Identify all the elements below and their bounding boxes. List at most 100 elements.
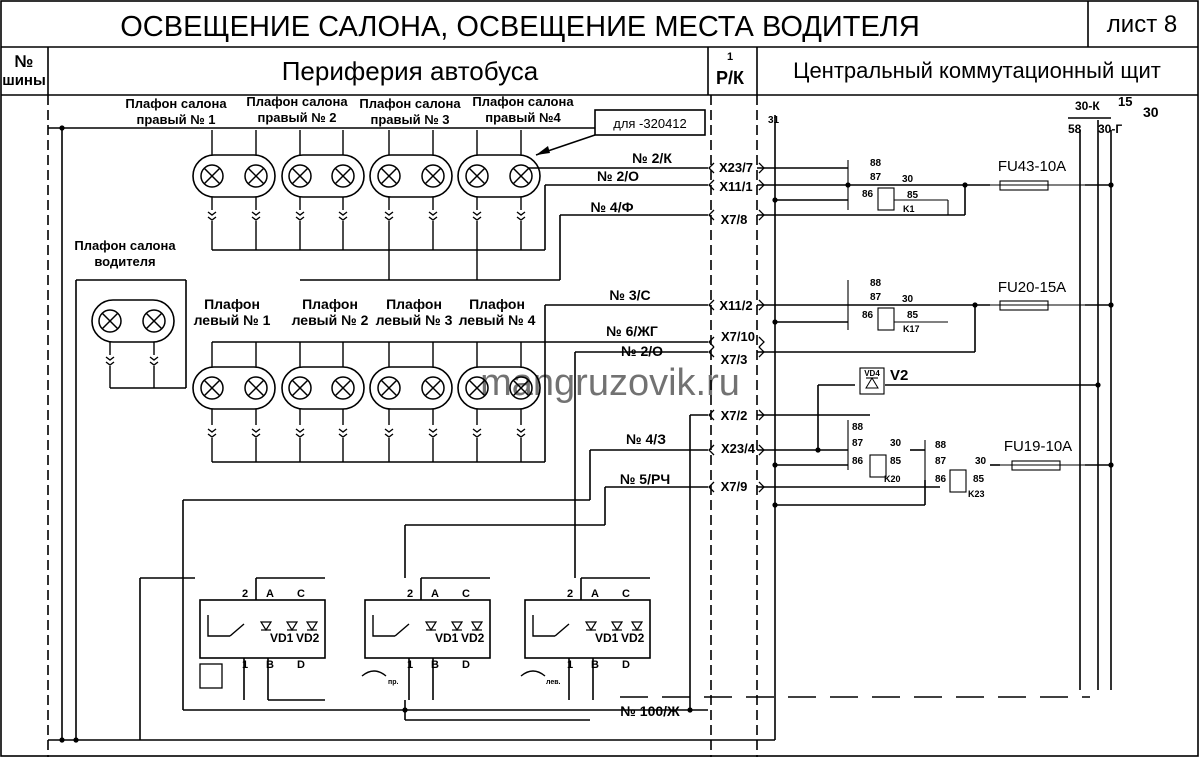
connector-mark [758,299,765,311]
switch-contact [532,615,555,637]
lamp-bulb-cross [203,379,221,397]
fuse-fu20: FU20-15A [998,279,1066,296]
switch-pin-labels: 2 A C 1 B D 2 A C 1 B D 2 A C 1 B D [242,588,630,671]
lamp-bulb-icon [331,164,355,188]
terminal-chevron [207,428,217,433]
lamp-wiring [48,127,1090,741]
wire-label-100zh: № 100/Ж [620,703,680,719]
terminal-chevron [384,433,394,438]
connector-x7-9: X7/9 [721,479,748,494]
lamp-bulb-cross [145,312,163,330]
relay-pin-87: 87 [870,172,882,183]
relay-pin-88: 88 [852,422,864,433]
wire-label-2o-top: № 2/О [597,168,639,184]
terminal-chevron [516,216,526,221]
connector-x23-4: X23/4 [721,441,756,456]
junction-dot [815,447,821,453]
relay-k20: 88 87 30 86 85 K20 [847,420,902,484]
lamp-bulb-icon [200,164,224,188]
terminal-chevron [516,428,526,433]
seat-symbol-icon [199,663,223,689]
lamp-bulb-cross [247,167,265,185]
connector-x7-10: X7/10 [721,329,755,344]
bus-label-31: 31 [768,115,780,126]
wire-label-5rch: № 5/РЧ [620,471,670,487]
connector-x11-1: X11/1 [719,179,752,194]
lamp-bulb-cross [203,167,221,185]
junction-dot [1108,182,1114,188]
label-line: правый № 3 [370,112,449,127]
bus-no-label-2: шины [2,72,46,89]
switch-contact [372,615,395,637]
lamp-bulb-cross [334,167,352,185]
terminal-chevron [428,211,438,216]
switch1-vd2: VD2 [296,631,320,645]
terminal-chevron [472,211,482,216]
relay-pin-86: 86 [852,456,864,467]
switch2-pin-b: B [431,659,439,671]
wire-label-3s: № 3/С [609,287,650,303]
lamp-bulb-icon [509,164,533,188]
terminal-chevron [251,211,261,216]
junction-dot [402,707,408,713]
terminal-chevron [516,211,526,216]
relay-pin-87: 87 [870,292,882,303]
fuse-fu43: FU43-10A [998,158,1066,175]
terminal-chevron [384,428,394,433]
terminal-chevron [251,433,261,438]
lamp-bulb-icon [377,376,401,400]
relay-name-k20: K20 [884,474,901,484]
junction-dot [1108,462,1114,468]
terminal-chevron [428,216,438,221]
relay-name-k1: K1 [903,204,915,214]
relay-pin-86: 86 [862,310,874,321]
switch2-vd2: VD2 [461,631,485,645]
switch1-pin-1: 1 [242,659,248,671]
variant-note-box [594,109,706,136]
lamp-symbol-icon [361,670,387,677]
lamp-bulb-icon [509,376,533,400]
switch2-pin-a: A [431,588,439,600]
relay-pin-85: 85 [973,474,985,485]
wire-label-2k: № 2/К [632,150,672,166]
fuse-symbols [990,180,1085,471]
switch1-pin-2: 2 [242,588,248,600]
lamp-bulb-cross [247,379,265,397]
connector-x7-8: X7/8 [721,212,748,227]
wire-label-2o-mid: № 2/О [621,343,663,359]
junction-dot [962,182,968,188]
terminal-chevron [295,216,305,221]
central-wiring [757,167,1111,506]
wire-labels: № 2/К № 2/О № 4/Ф № 3/С № 6/ЖГ № 2/О № 4… [590,150,680,719]
section-separators [47,95,758,757]
connector-mark [708,162,715,174]
wire-label-6zhg: № 6/ЖГ [606,323,658,339]
lamp-bulb-icon [200,376,224,400]
lamp-bulb-icon [421,164,445,188]
connector-x7-3: X7/3 [721,352,748,367]
label-line: правый № 1 [136,112,215,127]
connector-mark [708,336,715,348]
switch1-vd1: VD1 [270,631,294,645]
terminal-chevron [295,428,305,433]
terminal-chevron [338,216,348,221]
page-title: ОСВЕЩЕНИЕ САЛОНА, ОСВЕЩЕНИЕ МЕСТА ВОДИТЕ… [120,11,920,43]
terminal-chevron [338,428,348,433]
switch2-pin-d: D [462,659,470,671]
driver-lamp-housing [91,299,175,343]
switch2-icon-label: пр. [388,679,399,686]
terminal-chevron [149,356,159,361]
terminal-chevron [105,361,115,366]
switch2-vd1: VD1 [435,631,459,645]
relay-pin-88: 88 [870,278,882,289]
connector-labels: X23/7 X11/1 X7/8 X11/2 X7/10 X7/3 X7/2 X… [719,160,756,494]
relay-pin-30: 30 [902,294,914,305]
terminal-chevron [105,356,115,361]
relay-k17: 88 87 30 86 85 K17 [847,278,948,334]
diode-vd4: VD4 V2 [859,367,908,395]
lamp-bulb-cross [291,379,309,397]
